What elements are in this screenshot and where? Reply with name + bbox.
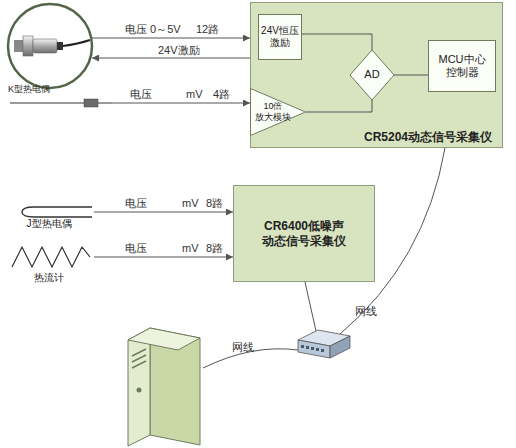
probe-rod: [10, 102, 84, 104]
diamond-outline: [350, 50, 394, 100]
signal-label: 电压: [130, 89, 152, 100]
probe-wire: [98, 103, 112, 104]
network-cable: [305, 282, 316, 331]
decision-diamond: AD: [350, 50, 394, 100]
device-box: CR5204动态信号采集仪 24V恒压 激励 AD MCU中心 控制器 10倍 放大模块: [250, 2, 503, 148]
text-holder: 热流计: [4, 272, 94, 284]
connector-line: [306, 100, 372, 112]
signal-label: 8路: [206, 243, 223, 254]
text-holder: 10倍 放大模块: [252, 88, 294, 136]
signal-label: 24V激励: [158, 45, 200, 56]
drive-bays: [132, 349, 146, 368]
text-holder: 24V恒压 激励: [259, 15, 301, 59]
sensor-nut: [23, 36, 33, 56]
server-computer: [128, 328, 200, 446]
node-text: 热流计: [4, 272, 94, 284]
excitation-box: 24V恒压 激励: [258, 14, 302, 60]
signal-label: 网线: [355, 306, 377, 317]
network-switch: [298, 330, 350, 358]
connector-line: [94, 212, 233, 213]
thermocouple-sensor: K型热电偶: [4, 84, 112, 112]
thermocouple-symbol: [22, 207, 92, 217]
node-text: CR5204动态信号采集仪: [364, 130, 492, 144]
triangle-outline: [251, 89, 306, 136]
signal-label: 电压: [125, 243, 147, 254]
switch-front: [298, 340, 330, 358]
signal-label: mV: [182, 243, 199, 254]
device-box: CR6400低噪声 动态信号采集仪: [233, 185, 375, 282]
signal-label: 12路: [196, 24, 219, 35]
sensor-thread: [14, 40, 24, 52]
switch-side: [330, 336, 350, 358]
power-button: [137, 388, 142, 393]
node-text: AD: [364, 68, 379, 81]
tower-front: [128, 328, 150, 446]
thermocouple-sensor: J型热电偶: [4, 196, 94, 230]
connector-line: [94, 257, 233, 258]
signal-label: 电压: [125, 198, 147, 209]
text-holder: J型热电偶: [4, 218, 94, 230]
signal-label: 网线: [232, 342, 254, 353]
text-holder: AD: [350, 50, 394, 100]
amplifier-triangle: 10倍 放大模块: [250, 88, 306, 136]
signal-arrow: [92, 38, 250, 39]
pressure-sensor: [8, 4, 92, 88]
heat-flux-symbol: [12, 247, 90, 267]
connector-line: [302, 34, 372, 50]
tower-top: [128, 328, 200, 350]
switch-ports: [301, 345, 324, 352]
node-text: MCU中心 控制器: [429, 53, 495, 79]
text-holder: CR6400低噪声 动态信号采集仪: [234, 186, 374, 281]
sensor-cable: [63, 40, 90, 46]
signal-label: mV: [182, 198, 199, 209]
sensor-circle: [8, 4, 92, 88]
sensor-body: [33, 39, 57, 53]
text-holder: MCU中心 控制器: [429, 41, 495, 91]
connector-line: [112, 103, 250, 104]
signal-label: 电压 0～5V: [125, 24, 181, 35]
node-text: J型热电偶: [4, 218, 94, 230]
excitation-arrow: [92, 58, 250, 59]
node-text: 10倍 放大模块: [252, 101, 294, 123]
connector-line: [394, 75, 428, 76]
signal-label: 8路: [206, 198, 223, 209]
signal-label: mV: [186, 89, 203, 100]
controller-box: MCU中心 控制器: [428, 40, 496, 92]
signal-label: 4路: [213, 89, 230, 100]
node-text: K型热电偶: [8, 84, 50, 95]
node-text: 24V恒压 激励: [259, 25, 301, 49]
text-holder: CR5204动态信号采集仪: [364, 130, 492, 144]
node-text: CR6400低噪声 动态信号采集仪: [234, 219, 374, 248]
sensor-gland: [57, 42, 63, 50]
text-holder: K型热电偶: [8, 84, 50, 95]
probe-handle: [84, 99, 98, 107]
heat-flux-sensor: 热流计: [4, 238, 94, 284]
